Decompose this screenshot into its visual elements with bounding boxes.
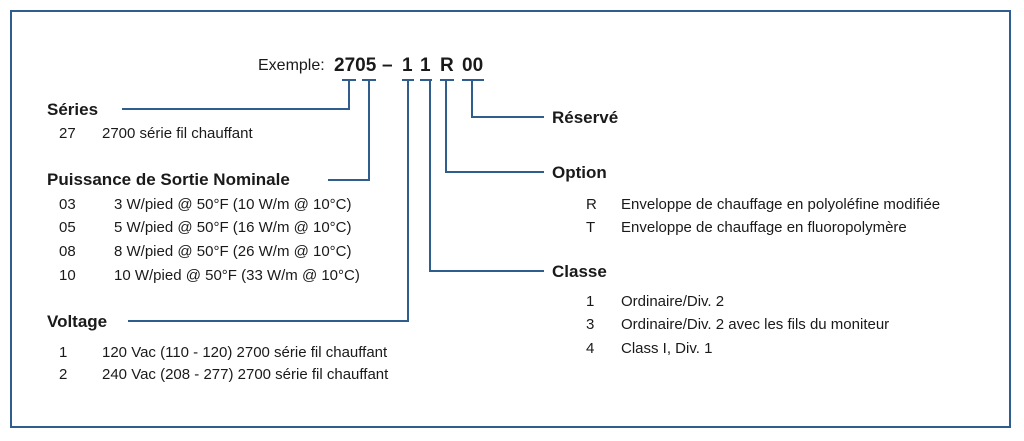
reserved-title: Réservé (552, 108, 619, 127)
option-desc-0: Enveloppe de chauffage en polyoléfine mo… (621, 196, 941, 213)
classe-title: Classe (552, 262, 607, 281)
classe-code-1: 3 (586, 316, 595, 333)
classe-code-2: 4 (586, 340, 595, 357)
code-segment-reserved: 00 (462, 55, 484, 76)
power-code-1: 05 (59, 219, 76, 236)
classe-desc-2: Class I, Div. 1 (621, 340, 713, 357)
classe-desc-1: Ordinaire/Div. 2 avec les fils du monite… (621, 316, 890, 333)
example-label: Exemple: (258, 57, 325, 74)
connector-classe (429, 80, 544, 272)
voltage-title: Voltage (47, 312, 108, 331)
connector-reserved (471, 80, 544, 118)
power-desc-0: 3 W/pied @ 50°F (10 W/m @ 10°C) (114, 196, 352, 213)
power-code-0: 03 (59, 196, 76, 213)
power-title: Puissance de Sortie Nominale (47, 170, 290, 189)
diagram-frame (10, 10, 1011, 428)
code-segment-series-power: 2705 (334, 55, 377, 76)
connector-option (445, 80, 544, 173)
voltage-desc-1: 240 Vac (208 - 277) 2700 série fil chauf… (102, 366, 389, 383)
connector-series (122, 80, 350, 110)
classe-desc-0: Ordinaire/Div. 2 (621, 293, 725, 310)
code-segment-voltage: 1 (402, 55, 413, 76)
code-segment-dash: – (382, 55, 393, 76)
option-code-0: R (586, 196, 597, 213)
option-code-1: T (586, 219, 596, 236)
connector-voltage (128, 80, 409, 322)
code-segment-option: R (440, 55, 454, 76)
classe-code-0: 1 (586, 293, 595, 310)
power-desc-2: 8 W/pied @ 50°F (26 W/m @ 10°C) (114, 243, 352, 260)
power-code-2: 08 (59, 243, 76, 260)
voltage-code-1: 2 (59, 366, 68, 383)
power-desc-1: 5 W/pied @ 50°F (16 W/m @ 10°C) (114, 219, 352, 236)
power-code-3: 10 (59, 267, 76, 284)
code-segment-classe: 1 (420, 55, 431, 76)
voltage-code-0: 1 (59, 344, 68, 361)
option-desc-1: Enveloppe de chauffage en fluoropolymère (621, 219, 907, 236)
series-title: Séries (47, 100, 99, 119)
series-desc: 2700 série fil chauffant (102, 125, 253, 142)
series-code: 27 (59, 125, 76, 142)
voltage-desc-0: 120 Vac (110 - 120) 2700 série fil chauf… (102, 344, 388, 361)
option-title: Option (552, 163, 607, 182)
power-desc-3: 10 W/pied @ 50°F (33 W/m @ 10°C) (114, 267, 360, 284)
connector-power (328, 80, 370, 181)
